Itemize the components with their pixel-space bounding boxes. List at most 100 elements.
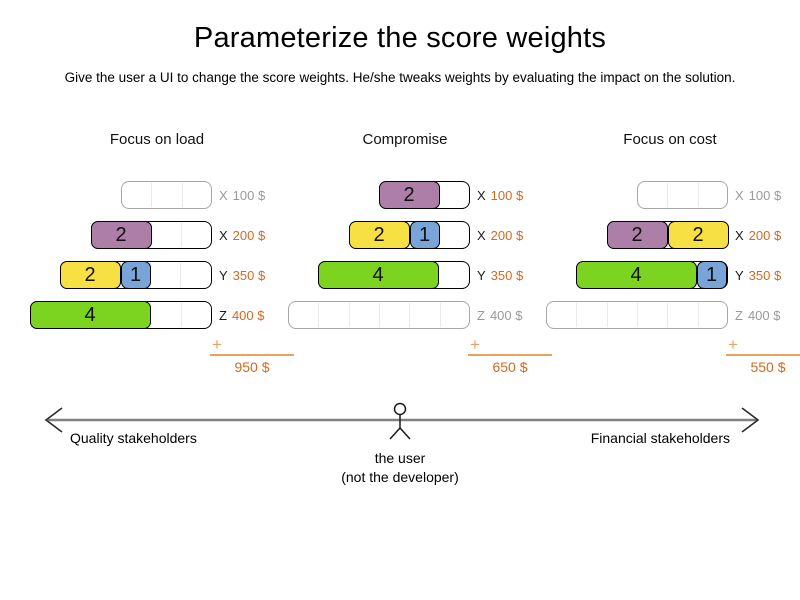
constraint-letter: X [477, 227, 486, 243]
weight-block-yellow: 2 [59, 260, 121, 289]
unit-gridline [181, 303, 182, 327]
constraint-letter: X [735, 227, 744, 243]
unit-gridline [666, 303, 668, 327]
unit-gridline [697, 303, 699, 327]
weight-block-purple: 2 [378, 180, 440, 209]
weight-block-green: 4 [317, 260, 439, 289]
unit-gridline [697, 183, 699, 207]
unit-gridline [180, 263, 181, 287]
weight-block-blue: 1 [120, 260, 151, 289]
weight-track-focus-on-load-row1 [121, 181, 212, 209]
unit-gridline [348, 303, 350, 327]
unit-gridline [575, 303, 577, 327]
weight-track-focus-on-load-row4: 4 [29, 300, 212, 329]
plus-sign: + [212, 335, 222, 354]
weight-track-focus-on-cost-row4 [546, 301, 728, 329]
constraint-letter: Y [477, 267, 486, 283]
sum-line [468, 354, 552, 356]
unit-gridline [317, 303, 319, 327]
unit-gridline [150, 303, 151, 327]
constraint-price: 200 $ [490, 227, 524, 243]
unit-gridline [378, 303, 380, 327]
unit-gridline [439, 303, 441, 327]
constraint-letter: Z [735, 307, 743, 323]
weight-block-green: 4 [29, 300, 151, 329]
constraint-price: 200 $ [748, 227, 782, 243]
panel-title-focus-on-load: Focus on load [109, 131, 205, 148]
weight-block-yellow: 2 [667, 220, 729, 249]
unit-gridline [666, 183, 668, 207]
constraint-price: 350 $ [232, 267, 266, 283]
weight-block-purple: 2 [606, 220, 668, 249]
constraint-price: 400 $ [747, 307, 781, 323]
constraint-letter: X [735, 187, 744, 203]
unit-gridline [606, 303, 608, 327]
panel-title-compromise: Compromise [362, 131, 448, 148]
unit-gridline [636, 303, 638, 327]
sum-line [726, 354, 800, 356]
constraint-letter: Y [735, 267, 744, 283]
sum-focus-on-load: +950 $ [210, 335, 294, 375]
constraint-price: 200 $ [232, 227, 266, 243]
constraint-letter: Z [219, 307, 227, 323]
weight-track-compromise-row1: 2 [378, 180, 470, 209]
unit-gridline [151, 223, 152, 247]
arrow-left-icon [44, 407, 63, 433]
constraint-letter: Z [477, 307, 485, 323]
constraint-price: 100 $ [232, 187, 266, 203]
stakeholder-axis [44, 402, 760, 440]
constraint-price: 100 $ [748, 187, 782, 203]
arrow-right-icon [741, 407, 760, 433]
unit-gridline [181, 183, 183, 207]
unit-gridline [150, 263, 151, 287]
weight-block-blue: 1 [409, 220, 440, 249]
constraint-price: 100 $ [490, 187, 524, 203]
sum-focus-on-cost: +550 $ [726, 335, 800, 375]
user-stick-figure-icon [389, 402, 411, 440]
constraint-letter: X [219, 187, 228, 203]
weight-track-focus-on-load-row2: 2 [90, 220, 212, 249]
constraint-price: 350 $ [748, 267, 782, 283]
weight-block-green: 4 [575, 260, 697, 289]
unit-gridline [181, 223, 182, 247]
plus-sign: + [470, 335, 480, 354]
weight-block-blue: 1 [696, 260, 727, 289]
plus-sign: + [728, 335, 738, 354]
unit-gridline [408, 303, 410, 327]
constraint-price: 400 $ [489, 307, 523, 323]
unit-gridline [150, 183, 152, 207]
constraint-letter: X [477, 187, 486, 203]
weight-block-yellow: 2 [348, 220, 410, 249]
user-caption-line2: (not the developer) [341, 469, 459, 485]
financial-stakeholders-label: Financial stakeholders [590, 430, 730, 446]
sum-line [210, 354, 294, 356]
unit-gridline [439, 223, 440, 247]
unit-gridline [439, 183, 440, 207]
constraint-letter: Y [219, 267, 228, 283]
quality-stakeholders-label: Quality stakeholders [70, 430, 197, 446]
constraint-letter: X [219, 227, 228, 243]
sum-compromise: +650 $ [468, 335, 552, 375]
constraint-price: 400 $ [231, 307, 265, 323]
page-title: Parameterize the score weights [193, 22, 607, 54]
sum-total: 950 $ [234, 359, 270, 375]
weight-block-purple: 2 [90, 220, 152, 249]
